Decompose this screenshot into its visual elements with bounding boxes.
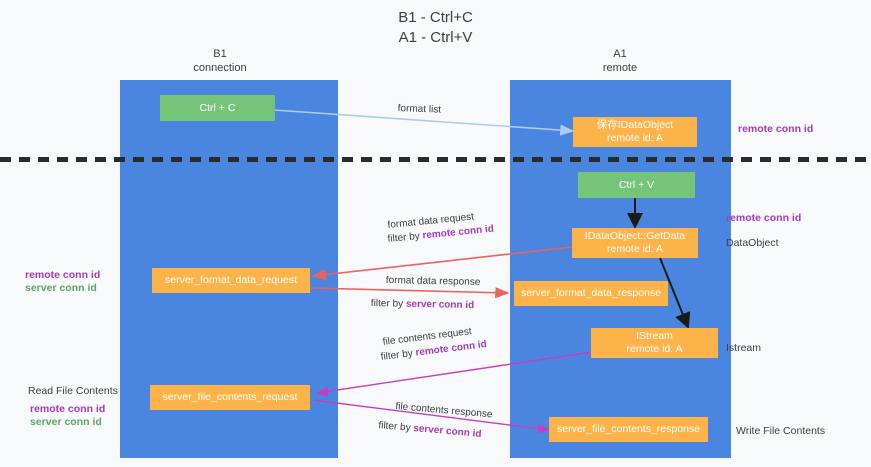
- node-ctrl-v-label: Ctrl + V: [618, 178, 655, 191]
- node-server-format-data-response-label: server_format_data_response: [520, 287, 662, 299]
- column-header-a1-role: remote: [602, 62, 638, 74]
- annotation-remote-conn-id-mid: remote conn id: [726, 212, 802, 224]
- node-server-format-data-request-label: server_format_data_request: [165, 274, 297, 286]
- node-server-file-contents-request-label: server_file_contents_request: [162, 391, 298, 403]
- annotation-istream: Istream: [726, 342, 762, 354]
- column-header-a1: A1 remote: [540, 47, 700, 75]
- node-idataobject[interactable]: 保存IDataObject remote id: A: [573, 117, 697, 147]
- node-ctrl-v[interactable]: Ctrl + V: [578, 172, 695, 198]
- annotation-left-remote-conn-id-mid: remote conn id: [25, 269, 101, 281]
- node-server-file-contents-request[interactable]: server_file_contents_request: [150, 385, 310, 410]
- node-idataobject-getdata-line1: IDataObject::GetData: [584, 230, 686, 242]
- annotation-write-file-contents: Write File Contents: [736, 425, 826, 437]
- node-ctrl-c[interactable]: Ctrl + C: [160, 95, 275, 121]
- node-server-file-contents-response[interactable]: server_file_contents_response: [549, 417, 708, 442]
- column-header-b1: B1 connection: [140, 47, 300, 75]
- edge-label-filter-by-2: filter by: [370, 297, 406, 310]
- edge-label-filter-by-3: filter by: [380, 347, 417, 363]
- edge-label-format-list: format list: [397, 102, 442, 116]
- phase-divider: [0, 157, 871, 162]
- annotation-left-server-conn-id-mid: server conn id: [25, 282, 97, 294]
- annotation-left-remote-conn-id-bottom: remote conn id: [30, 403, 106, 415]
- edge-label-filter-by-1: filter by: [387, 230, 424, 245]
- node-idataobject-getdata[interactable]: IDataObject::GetData remote id: A: [572, 228, 698, 258]
- node-istream-line1: IStream: [636, 330, 673, 342]
- column-header-a1-name: A1: [613, 48, 627, 60]
- node-istream[interactable]: IStream remote id: A: [591, 328, 718, 358]
- edge-label-file-contents-response-line1: file contents response: [394, 400, 493, 421]
- annotation-remote-conn-id-top: remote conn id: [738, 123, 814, 135]
- node-idataobject-getdata-line2: remote id: A: [606, 243, 664, 255]
- node-idataobject-line2: remote id: A: [606, 132, 664, 144]
- column-header-b1-role: connection: [193, 62, 247, 74]
- node-server-format-data-response[interactable]: server_format_data_response: [514, 281, 668, 306]
- node-idataobject-line1: 保存IDataObject: [596, 119, 674, 131]
- annotation-dataobject: DataObject: [726, 237, 779, 249]
- node-ctrl-c-label: Ctrl + C: [199, 101, 236, 114]
- column-header-b1-name: B1: [213, 48, 227, 60]
- page-title: B1 - Ctrl+C A1 - Ctrl+V: [0, 8, 871, 48]
- annotation-read-file-contents: Read File Contents: [28, 385, 118, 397]
- edge-label-server-conn-id-1: server conn id: [405, 298, 475, 312]
- node-server-format-data-request[interactable]: server_format_data_request: [152, 268, 310, 293]
- edge-label-format-data-response-line1: format data response: [385, 274, 481, 288]
- edge-label-server-conn-id-2: server conn id: [412, 423, 482, 440]
- node-server-file-contents-response-label: server_file_contents_response: [556, 423, 700, 435]
- title-line-2: A1 - Ctrl+V: [398, 29, 473, 46]
- edge-label-file-contents-response-line2: filter by server conn id: [378, 419, 482, 441]
- title-line-1: B1 - Ctrl+C: [398, 9, 473, 26]
- edge-label-format-data-response-line2: filter by server conn id: [371, 297, 475, 312]
- annotation-left-server-conn-id-bottom: server conn id: [30, 416, 102, 428]
- node-istream-line2: remote id: A: [626, 343, 683, 355]
- edge-label-filter-by-4: filter by: [377, 419, 414, 435]
